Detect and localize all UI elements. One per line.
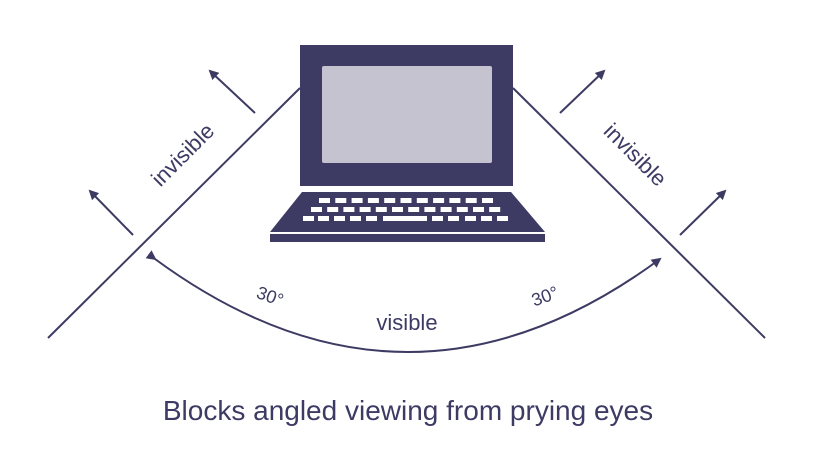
key	[343, 207, 355, 212]
key	[375, 207, 387, 212]
key	[481, 216, 492, 221]
key	[366, 216, 377, 221]
left-boundary-line	[47, 87, 301, 339]
key	[351, 198, 363, 203]
arrow-icon	[208, 69, 256, 114]
key	[318, 216, 329, 221]
key	[416, 198, 428, 203]
key	[482, 198, 493, 203]
angle-right-label: 30°	[529, 282, 561, 310]
viewing-angle-arc	[145, 250, 662, 353]
key	[424, 207, 436, 212]
laptop-icon	[270, 45, 545, 242]
key	[383, 216, 427, 221]
key	[473, 207, 484, 212]
key	[334, 216, 345, 221]
arrow-icon	[88, 189, 134, 236]
key	[319, 198, 330, 203]
key	[465, 216, 476, 221]
key	[433, 198, 445, 203]
right-boundary-line	[512, 87, 766, 339]
arrow-icon	[679, 189, 727, 236]
key	[350, 216, 361, 221]
invisible-right-label: invisible	[599, 118, 672, 191]
key	[384, 198, 396, 203]
key	[448, 216, 459, 221]
key	[392, 207, 403, 212]
key	[327, 207, 339, 212]
key	[408, 207, 420, 212]
key	[367, 198, 379, 203]
angle-left-label: 30°	[254, 282, 286, 310]
key	[449, 198, 461, 203]
key	[432, 216, 443, 221]
key	[456, 207, 468, 212]
key	[465, 198, 477, 203]
key	[303, 216, 314, 221]
key	[489, 207, 501, 212]
visible-label: visible	[376, 310, 437, 335]
key	[335, 198, 347, 203]
key	[311, 207, 322, 212]
arrow-icon	[559, 69, 606, 114]
key	[359, 207, 371, 212]
key	[400, 198, 412, 203]
key	[497, 216, 508, 221]
key	[440, 207, 452, 212]
caption: Blocks angled viewing from prying eyes	[163, 395, 653, 426]
